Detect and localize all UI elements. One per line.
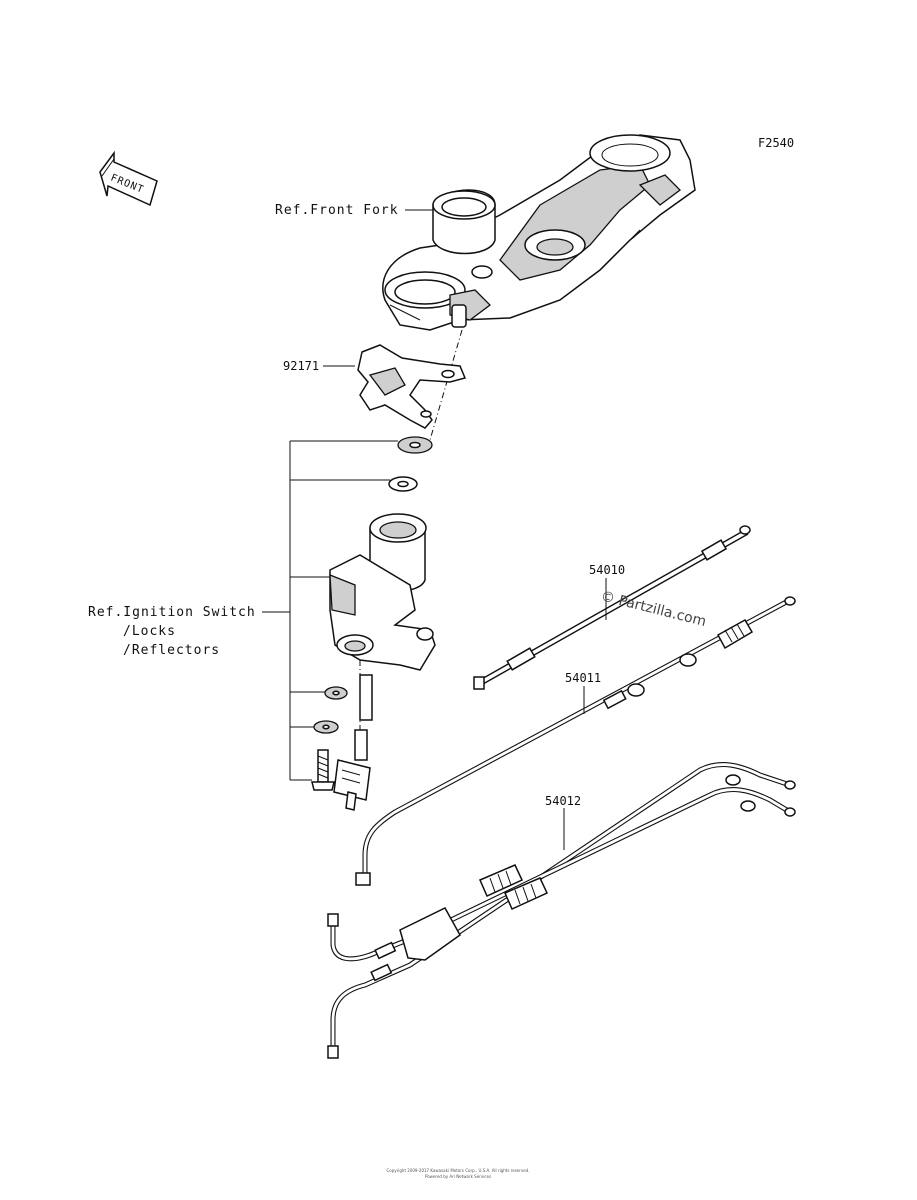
front-arrow-icon: FRONT [99, 150, 158, 207]
washer [324, 686, 348, 700]
ignition-label-line2: /Locks [123, 624, 176, 639]
bracket-92171 [357, 344, 467, 429]
cable-54011-label: 54011 [565, 671, 601, 685]
alignment-line [429, 329, 463, 441]
cable-54012-label: 54012 [545, 794, 581, 808]
footer-powered-by: Powered by Ari Network Services [425, 1174, 491, 1179]
footer-copyright: Copyright 2009-2017 Kawasaki Motors Corp… [386, 1168, 529, 1173]
ignition-callout-bracket [262, 440, 398, 781]
cable-54010 [473, 525, 751, 690]
figure-code: F2540 [758, 136, 794, 150]
washer [388, 476, 418, 492]
upper-triple-clamp [382, 134, 696, 331]
cable-54012 [327, 762, 796, 1059]
ignition-switch [329, 513, 436, 721]
cable-54011 [355, 596, 796, 886]
washer [313, 720, 339, 734]
cable-54010-label: 54010 [589, 563, 625, 577]
switch-connector [333, 729, 371, 811]
bolt [311, 749, 335, 791]
front-fork-label: Ref.Front Fork [275, 203, 399, 218]
bracket-label: 92171 [283, 359, 319, 373]
washer [397, 436, 433, 454]
ignition-label-line3: /Reflectors [123, 643, 220, 658]
ignition-label-line1: Ref.Ignition Switch [88, 605, 256, 620]
